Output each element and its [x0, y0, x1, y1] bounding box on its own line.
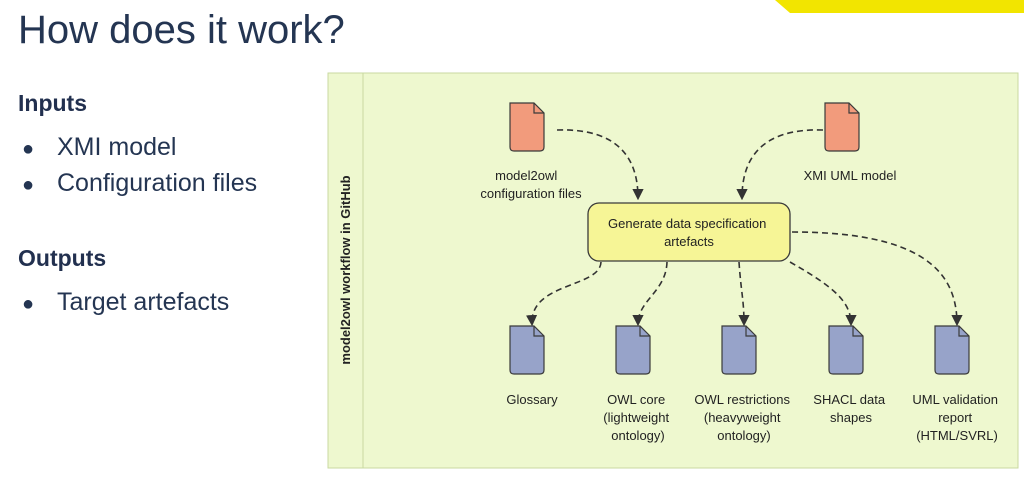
output-label-glossary: Glossary	[506, 392, 558, 407]
connector-process-to-owl-core	[632, 261, 668, 327]
process-box	[587, 202, 791, 262]
lane-label: model2owl workflow in GitHub	[338, 175, 353, 364]
output-label-uml-report: UML validation report (HTML/SVRL)	[912, 392, 1001, 443]
page-title: How does it work?	[18, 8, 345, 52]
list-item: ● Target artefacts	[22, 285, 229, 321]
output-label-owl-restrictions: OWL restrictions (heavyweight ontology)	[694, 392, 793, 443]
document-icon	[615, 325, 651, 375]
inputs-list: ● XMI model ● Configuration files	[22, 130, 257, 202]
accent-bar	[775, 0, 1024, 13]
bullet-dot: ●	[22, 138, 35, 160]
output-label-shacl: SHACL data shapes	[813, 392, 888, 425]
list-item: ● XMI model	[22, 130, 257, 166]
list-item-label: XMI model	[57, 133, 177, 161]
outputs-heading: Outputs	[18, 245, 107, 271]
document-icon	[828, 325, 864, 375]
document-icon	[509, 102, 545, 152]
workflow-lane	[327, 72, 1019, 469]
bullet-dot: ●	[22, 174, 35, 196]
list-item: ● Configuration files	[22, 166, 257, 202]
document-icon	[721, 325, 757, 375]
connector-process-to-shacl	[789, 261, 857, 327]
connectors	[525, 129, 963, 327]
process-label: Generate data specification artefacts	[608, 216, 770, 249]
connector-process-to-uml-report	[791, 231, 963, 327]
input-label-config: model2owl configuration files	[480, 168, 582, 201]
connector-process-to-glossary	[525, 261, 602, 327]
list-item-label: Target artefacts	[57, 288, 230, 316]
document-icon	[934, 325, 970, 375]
bullet-dot: ●	[22, 293, 35, 315]
input-label-xmi: XMI UML model	[804, 168, 897, 183]
inputs-heading: Inputs	[18, 90, 87, 116]
document-icon	[824, 102, 860, 152]
connector-process-to-owl-restrictions	[738, 261, 750, 327]
outputs-list: ● Target artefacts	[22, 285, 229, 321]
document-icon	[509, 325, 545, 375]
list-item-label: Configuration files	[57, 169, 258, 197]
output-label-owl-core: OWL core (lightweight ontology)	[603, 392, 672, 443]
